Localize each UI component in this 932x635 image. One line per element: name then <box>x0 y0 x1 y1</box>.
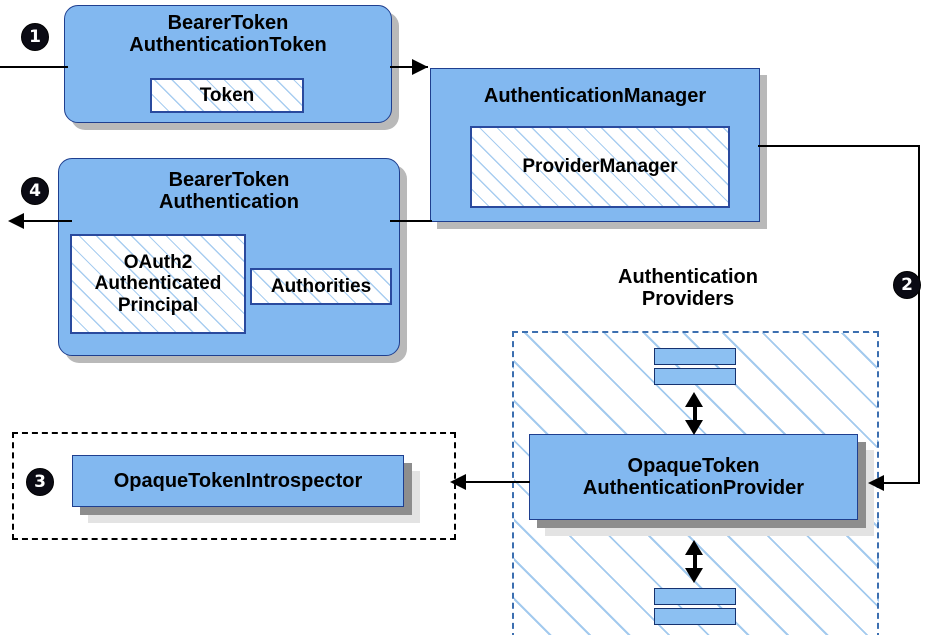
connector-into-provider-line <box>873 482 920 484</box>
field-authorities-label: Authorities <box>270 275 372 297</box>
connector-manager-down <box>918 145 920 483</box>
field-oauth2-authenticated-principal-label: OAuth2 Authenticated Principal <box>94 252 222 316</box>
provider-slot-top-arrow-down <box>685 420 703 435</box>
provider-slot-top-arrow-shaft <box>693 399 697 426</box>
connector-result-out-arrow <box>8 213 24 229</box>
bullet-step-2: 2 <box>893 271 921 299</box>
connector-request-in <box>0 66 68 68</box>
field-token-label: Token <box>199 84 255 106</box>
connector-result-out-line <box>22 220 72 222</box>
node-opaque-token-introspector[interactable]: OpaqueTokenIntrospector <box>72 455 404 507</box>
field-authorities[interactable]: Authorities <box>250 268 392 305</box>
connector-manager-right-stub <box>758 145 919 147</box>
connector-provider-to-introspector-line <box>455 481 530 483</box>
connector-provider-to-introspector-arrow <box>450 474 466 490</box>
field-provider-manager-label: ProviderManager <box>522 156 678 178</box>
node-opaque-token-authentication-provider[interactable]: OpaqueToken AuthenticationProvider <box>529 434 858 520</box>
provider-slot-bottom-arrow-up <box>685 540 703 555</box>
bullet-step-4: 4 <box>21 177 49 205</box>
connector-manager-to-result-line <box>390 220 432 222</box>
provider-slot-bottom-bar-1 <box>654 588 736 605</box>
provider-slot-bottom-bar-2 <box>654 608 736 625</box>
connector-token-to-manager-arrow <box>412 59 428 75</box>
provider-slot-bottom-arrow-down <box>685 568 703 583</box>
provider-slot-top-bar-2 <box>654 368 736 385</box>
connector-token-to-manager-line <box>390 66 428 68</box>
field-oauth2-authenticated-principal[interactable]: OAuth2 Authenticated Principal <box>70 234 246 334</box>
provider-slot-top-arrow-up <box>685 392 703 407</box>
node-opaque-token-authentication-provider-label: OpaqueToken AuthenticationProvider <box>582 454 805 499</box>
provider-slot-bottom-arrow-shaft <box>693 547 697 574</box>
connector-into-provider-arrow <box>868 475 884 491</box>
authentication-providers-title: Authentication Providers <box>618 266 758 311</box>
node-opaque-token-introspector-label: OpaqueTokenIntrospector <box>113 469 363 492</box>
bullet-step-1: 1 <box>21 23 49 51</box>
field-token[interactable]: Token <box>150 78 304 113</box>
field-provider-manager[interactable]: ProviderManager <box>470 126 730 208</box>
bullet-step-3: 3 <box>26 468 54 496</box>
provider-slot-top-bar-1 <box>654 348 736 365</box>
